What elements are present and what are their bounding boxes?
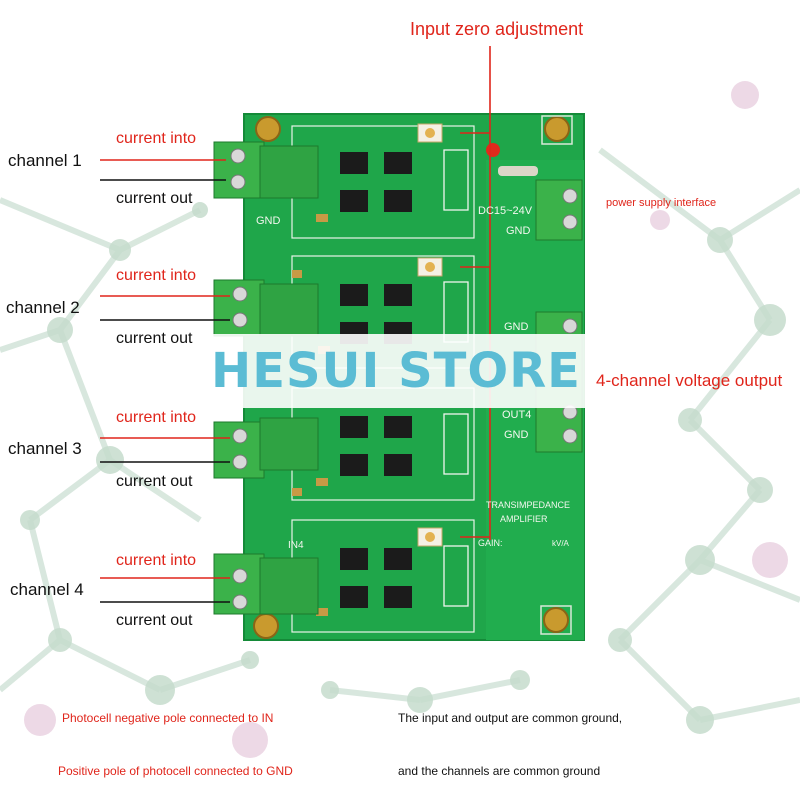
note-common-ground-1: The input and output are common ground, [398,711,623,725]
channel-2-current-into: current into [116,267,197,284]
channel-2-current-out: current out [116,330,193,347]
power-led [486,143,500,157]
output-terminals [535,179,583,453]
note-positive-pole: Positive pole of photocell connected to … [58,764,293,778]
channel-3-label: channel 3 [8,439,82,458]
silk-in4: IN4 [288,540,304,551]
silk-title-1: TRANSIMPEDANCE [486,500,570,510]
silk-power: DC15~24V [478,205,533,217]
mounting-screws [253,115,573,639]
silk-out4: OUT4 [502,409,531,421]
silk-gnd-top: GND [256,215,281,227]
channel-1-current-into: current into [116,130,197,147]
channel-4-current-out: current out [116,612,193,629]
input-terminals [213,141,319,615]
note-common-ground-2: and the channels are common ground [398,764,601,778]
channel-3-current-out: current out [116,473,193,490]
channel-3-current-into: current into [116,409,197,426]
silk-gain: GAIN: [478,538,503,548]
channel-2-label: channel 2 [6,298,80,317]
power-supply-interface-label: power supply interface [606,197,717,209]
background-pink-nodes [24,81,788,758]
input-zero-adjustment-label: Input zero adjustment [410,19,584,39]
channel-4-label: channel 4 [10,580,84,599]
watermark: HESUI STORE [196,334,596,408]
ic-chips [340,152,412,608]
leader-lines [100,46,491,603]
channel-4-current-into: current into [116,552,197,569]
silk-title-2: AMPLIFIER [500,514,548,524]
silkscreen-text: GND DC15~24V GND GND OUT4 GND TRANSIMPED… [256,205,570,551]
trimmer-potentiometers [417,123,443,547]
note-negative-pole: Photocell negative pole connected to IN [62,711,274,725]
silk-gnd-out4: GND [504,429,529,441]
voltage-output-label: 4-channel voltage output [596,371,783,390]
background-nodes [20,202,786,734]
resistor [498,166,538,176]
channel-1-current-out: current out [116,190,193,207]
channel-1-label: channel 1 [8,151,82,170]
silk-kvia: kV/A [552,539,570,548]
silk-gnd-out: GND [504,321,529,333]
silk-gnd-power: GND [506,225,531,237]
